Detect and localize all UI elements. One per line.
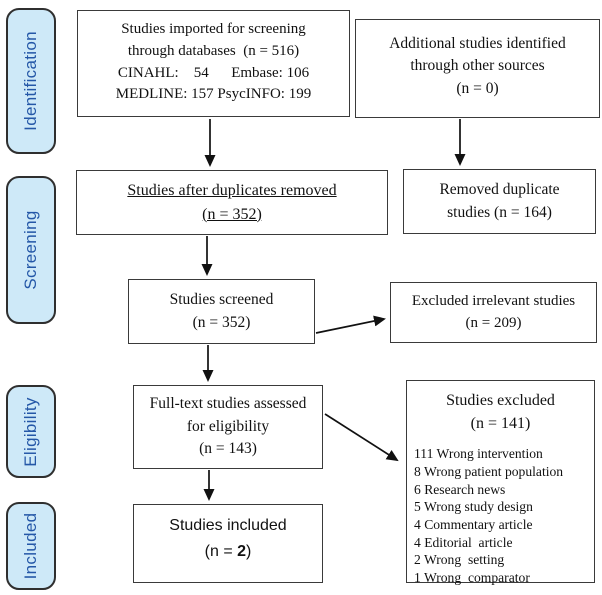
exclusion-reason: 1 Wrong comparator <box>414 570 530 586</box>
box-fulltext-assessed-line3: (n = 143) <box>199 440 257 458</box>
exclusion-reason: 5 Wrong study design <box>414 499 533 515</box>
box-studies-imported-line2: through databases (n = 516) <box>127 42 300 59</box>
box-fulltext-assessed-line2: for eligibility <box>186 417 270 435</box>
box-fulltext-assessed-line1: Full-text studies assessed <box>149 395 307 413</box>
box-studies-screened-line2: (n = 352) <box>192 313 251 331</box>
box-studies-included-line1: Studies included <box>169 516 287 534</box>
box-duplicates-removed-line2: (n = 352) <box>202 205 262 223</box>
stage-identification-label: Identification <box>21 31 40 131</box>
box-studies-imported-line1: Studies imported for screening <box>121 21 306 37</box>
n-suffix: ) <box>246 542 252 560</box>
exclusion-reason: 2 Wrong setting <box>414 552 505 568</box>
box-excluded-irrelevant-line1: Excluded irrelevant studies <box>411 292 576 309</box>
box-studies-imported-line4: MEDLINE: 157 PsycINFO: 199 <box>115 86 312 103</box>
arrow-fulltext-to-studies-excluded <box>324 413 399 462</box>
n-prefix: (n = <box>204 542 238 560</box>
arrow-screened-to-excluded-irrelevant <box>315 315 386 334</box>
box-studies-excluded-title: Studies excluded <box>446 392 555 409</box>
box-studies-included: Studies included (n = 2) <box>133 504 323 583</box>
box-removed-duplicate-studies: Removed duplicate studies (n = 164) <box>403 169 596 234</box>
stage-eligibility-label: Eligibility <box>21 396 40 467</box>
stage-eligibility: Eligibility <box>6 385 56 478</box>
box-studies-screened: Studies screened (n = 352) <box>128 279 315 344</box>
box-studies-imported-line3: CINAHL: 54 Embase: 106 <box>117 64 310 81</box>
exclusion-reason: 6 Research news <box>414 481 506 497</box>
box-studies-excluded: Studies excluded (n = 141) 111 Wrong int… <box>406 380 595 586</box>
box-studies-excluded-count: (n = 141) <box>470 415 531 433</box>
box-excluded-irrelevant: Excluded irrelevant studies (n = 209) <box>390 282 597 343</box>
box-additional-studies: Additional studies identified through ot… <box>355 19 600 118</box>
box-additional-studies-line2: through other sources <box>410 57 545 75</box>
exclusion-reason: 4 Editorial article <box>414 534 513 550</box>
exclusion-reason: 111 Wrong intervention <box>414 446 543 462</box>
box-studies-excluded-reasons: 111 Wrong intervention 8 Wrong patient p… <box>407 445 594 586</box>
box-fulltext-assessed: Full-text studies assessed for eligibili… <box>133 385 323 469</box>
n-value: 2 <box>237 542 247 560</box>
box-studies-imported: Studies imported for screening through d… <box>77 10 350 117</box>
box-studies-screened-line1: Studies screened <box>169 291 274 309</box>
box-duplicates-removed-line1: Studies after duplicates removed <box>127 182 337 200</box>
stage-included-label: Included <box>21 512 40 580</box>
box-studies-included-line2: (n = 2) <box>134 539 322 565</box>
exclusion-reason: 4 Commentary article <box>414 517 533 533</box>
stage-screening: Screening <box>6 176 56 324</box>
stage-included: Included <box>6 502 56 590</box>
box-additional-studies-line1: Additional studies identified <box>389 35 566 52</box>
box-removed-duplicate-studies-line1: Removed duplicate <box>439 181 560 199</box>
stage-identification: Identification <box>6 8 56 154</box>
box-excluded-irrelevant-line2: (n = 209) <box>465 314 522 331</box>
stage-screening-label: Screening <box>21 210 40 290</box>
box-additional-studies-line3: (n = 0) <box>456 79 499 97</box>
box-removed-duplicate-studies-line2: studies (n = 164) <box>447 203 552 221</box>
exclusion-reason: 8 Wrong patient population <box>414 464 564 480</box>
box-duplicates-removed: Studies after duplicates removed (n = 35… <box>76 170 388 235</box>
